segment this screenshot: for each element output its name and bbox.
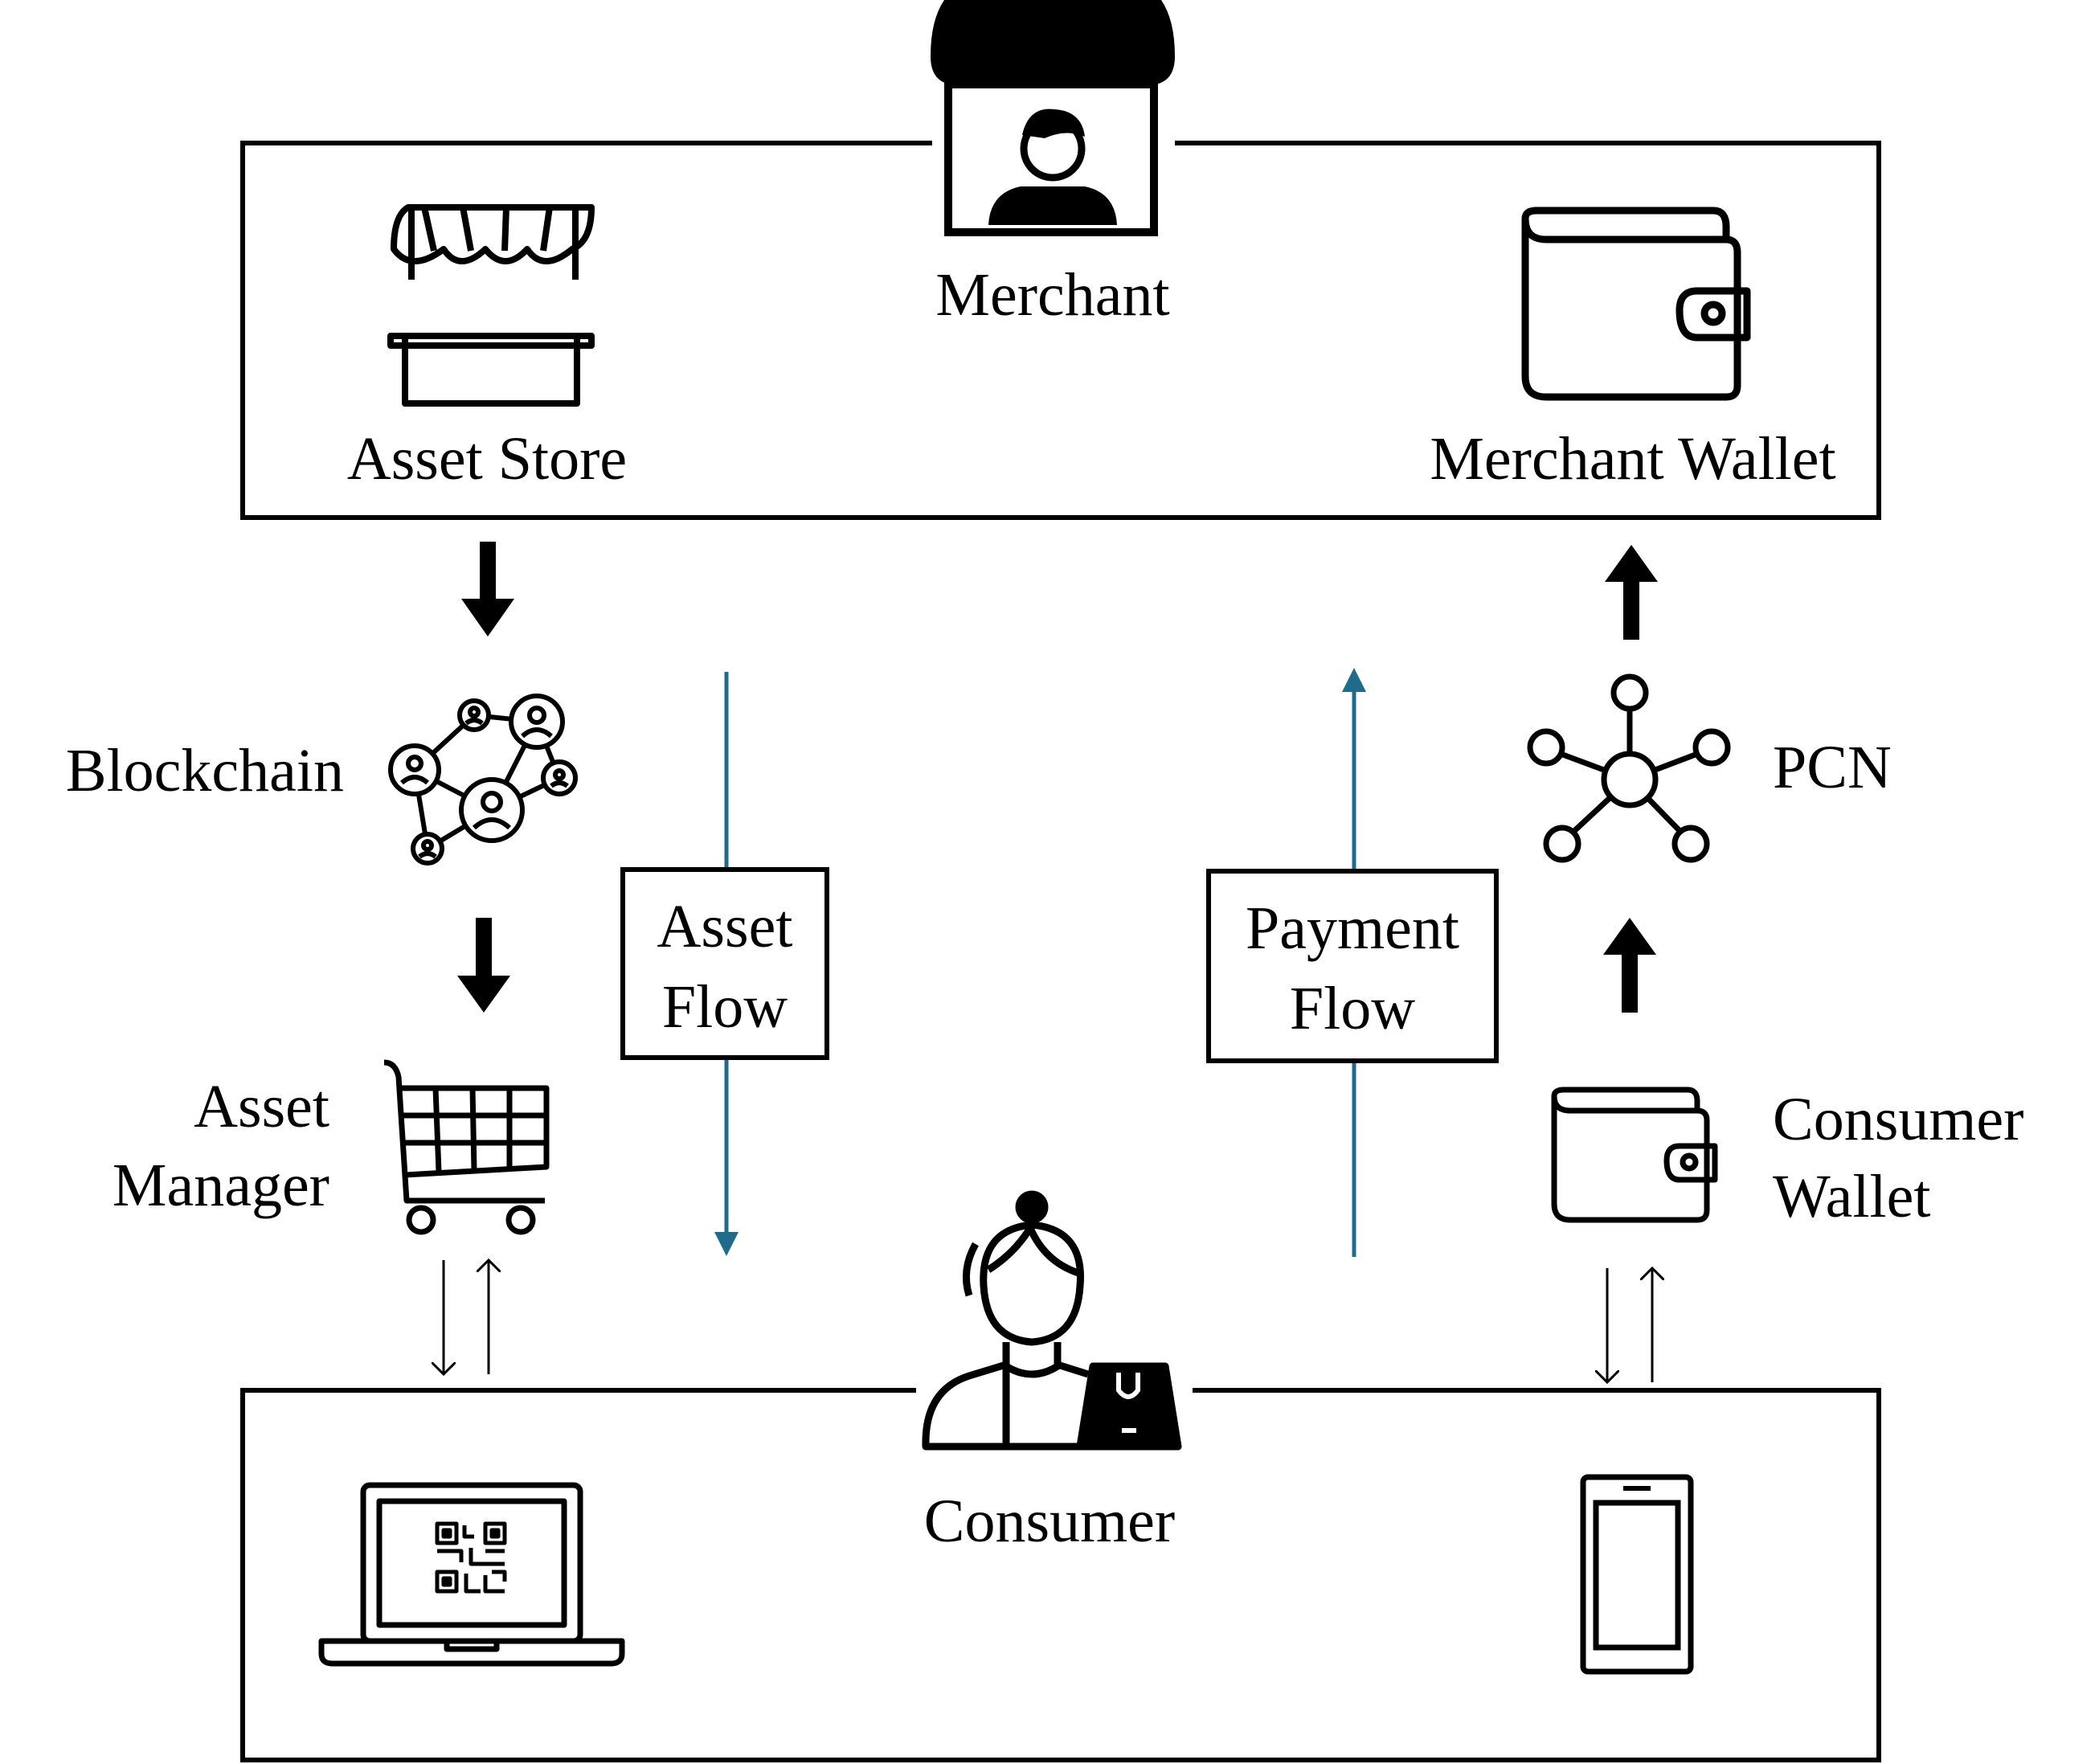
asset-flow-label-line2: Flow [662, 973, 788, 1041]
merchant-label: Merchant [935, 261, 1169, 329]
asset-store-label: Asset Store [347, 425, 627, 493]
arrow-down-store-to-blockchain [461, 542, 514, 636]
arrow-up-pcn-to-wallet [1605, 545, 1658, 640]
blockchain-network-icon [388, 694, 578, 866]
consumer-person-icon [922, 1190, 1182, 1451]
merchant-box [240, 141, 1881, 520]
merchant-wallet-label: Merchant Wallet [1430, 425, 1835, 493]
asset-store-icon [387, 204, 595, 407]
wallet-icon [1551, 1087, 1718, 1223]
smartphone-icon [1580, 1474, 1694, 1675]
merchant-stall-icon [931, 0, 1175, 236]
consumer-wallet-label-line1: Consumer [1773, 1086, 2023, 1153]
arrow-down-blockchain-to-manager [457, 918, 510, 1013]
asset-manager-label-line1: Asset [194, 1073, 329, 1140]
asset-manager-consumer-arrows [444, 1260, 489, 1374]
payment-flow-box [1206, 869, 1499, 1063]
consumer-wallet-label-line2: Wallet [1773, 1163, 1930, 1230]
consumer-label: Consumer [924, 1488, 1175, 1555]
asset-manager-label-line2: Manager [113, 1152, 329, 1219]
laptop-qr-icon [318, 1482, 625, 1667]
payment-flow-label-line1: Payment [1246, 894, 1459, 962]
asset-flow-label-line1: Asset [657, 893, 793, 960]
pcn-label: PCN [1773, 734, 1892, 801]
consumer-box [240, 1388, 1881, 1762]
consumer-wallet-device-arrows [1607, 1268, 1652, 1382]
blockchain-label: Blockchain [66, 737, 344, 804]
wallet-icon [1521, 207, 1751, 401]
asset-flow-box [620, 867, 829, 1060]
pcn-hub-icon [1527, 673, 1731, 863]
arrow-up-consumer-wallet-to-pcn [1603, 918, 1656, 1013]
shopping-cart-icon [383, 1059, 550, 1235]
payment-flow-label-line2: Flow [1290, 975, 1415, 1042]
